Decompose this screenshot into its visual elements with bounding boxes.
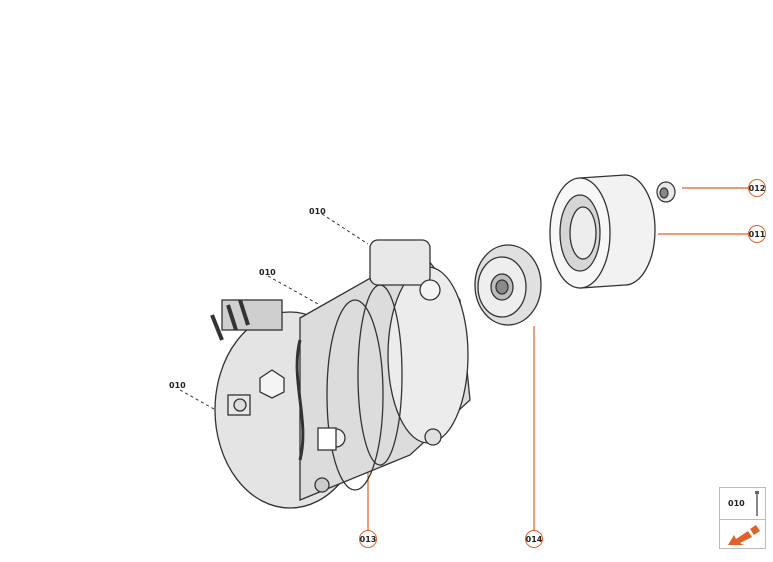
clutch-ring-011	[549, 174, 656, 289]
fastener-label: 010	[259, 268, 276, 277]
pulley-014	[474, 244, 542, 326]
legend-code: 010	[728, 499, 745, 508]
nut-012	[656, 181, 676, 203]
legend-action[interactable]	[720, 520, 765, 550]
fastener-label: 010	[309, 207, 326, 216]
fastener-label: 010	[169, 381, 186, 390]
bolt-icon	[755, 491, 759, 516]
callout-014[interactable]: 014	[525, 530, 543, 548]
callout-011[interactable]: 011	[748, 225, 766, 243]
legend-box: 010	[719, 487, 766, 549]
arrow-down-left-icon	[728, 525, 760, 545]
compressor-body	[210, 239, 471, 509]
callout-013[interactable]: 013	[359, 530, 377, 548]
legend-fastener-row: 010	[720, 488, 765, 520]
callout-012[interactable]: 012	[748, 179, 766, 197]
